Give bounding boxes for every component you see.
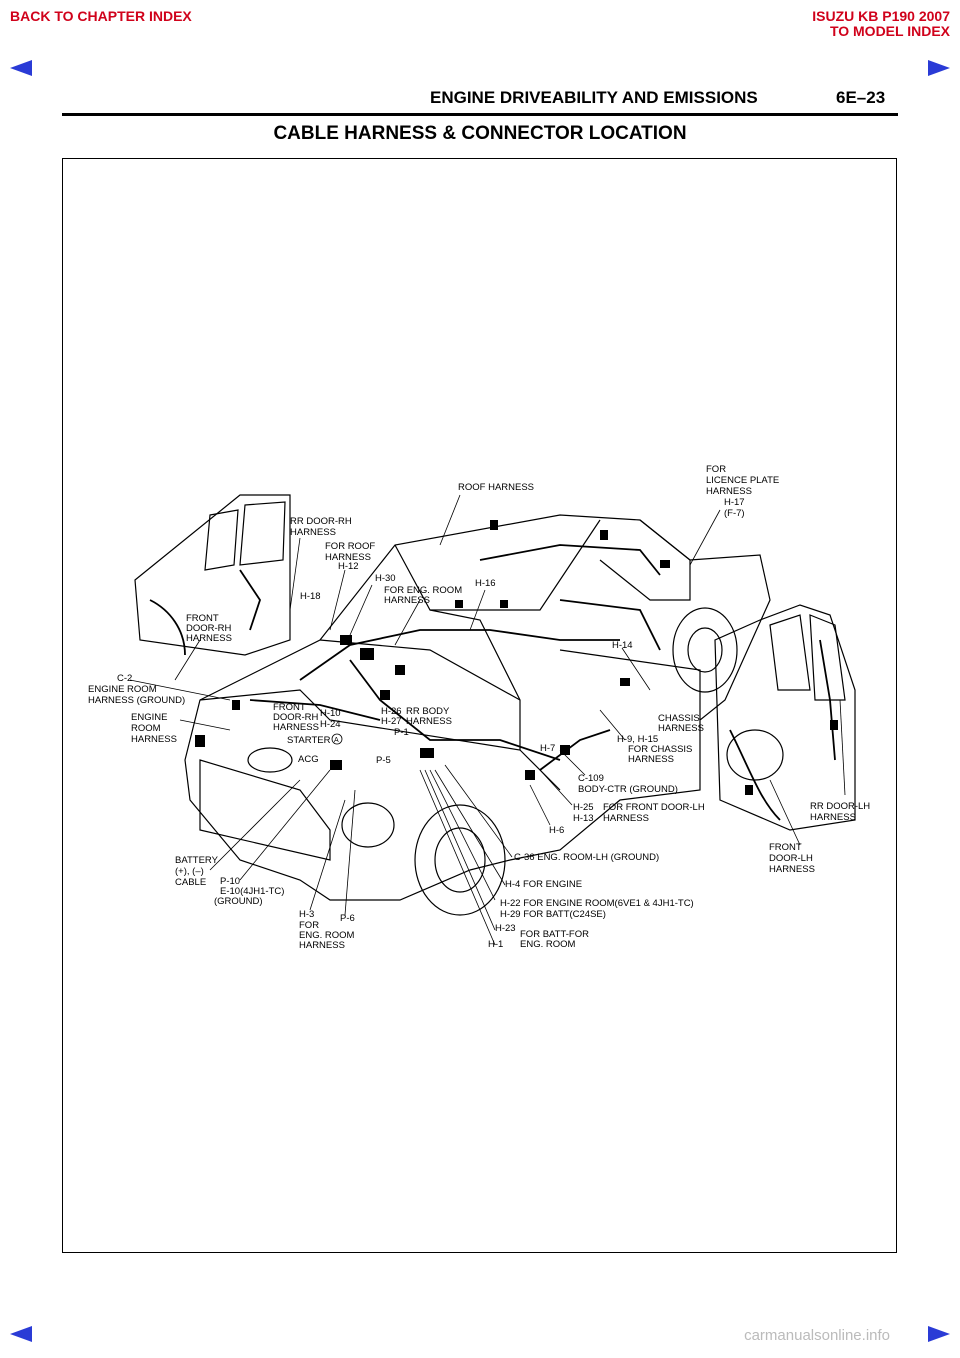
label-front-door-lh-2: DOOR-LH bbox=[769, 853, 813, 864]
back-to-chapter-link[interactable]: BACK TO CHAPTER INDEX bbox=[10, 8, 192, 24]
label-p10: P-10 bbox=[220, 876, 240, 887]
label-h6: H-6 bbox=[549, 825, 564, 836]
label-for-chassis-2: HARNESS bbox=[628, 754, 674, 765]
label-h3-eng: ENG. ROOM bbox=[299, 930, 355, 941]
label-h4: H-4 FOR ENGINE bbox=[505, 879, 582, 890]
label-for-licence-1: FOR bbox=[706, 464, 726, 475]
label-for-licence-2: LICENCE PLATE bbox=[706, 475, 779, 486]
label-front-door-rh2-3: HARNESS bbox=[273, 722, 319, 733]
label-front-door-rh-3: HARNESS bbox=[186, 633, 232, 644]
label-h25: H-25 bbox=[573, 802, 594, 813]
label-h17: H-17 bbox=[724, 497, 745, 508]
label-c2: C-2 bbox=[117, 673, 132, 684]
label-h3-for: FOR bbox=[299, 920, 319, 931]
prev-page-arrow-icon[interactable] bbox=[10, 60, 32, 76]
label-for-eng-room-1: FOR ENG. ROOM bbox=[384, 585, 462, 596]
label-for-batt-2: ENG. ROOM bbox=[520, 939, 576, 950]
watermark: carmanualsonline.info bbox=[744, 1327, 890, 1344]
label-h12: H-12 bbox=[338, 561, 359, 572]
page-number: 6E–23 bbox=[836, 88, 886, 107]
harness-lines bbox=[149, 544, 836, 821]
label-h22: H-22 FOR ENGINE ROOM(6VE1 & 4JH1-TC) bbox=[500, 898, 694, 909]
label-battery-3: CABLE bbox=[175, 877, 206, 888]
label-for-roof-1: FOR ROOF bbox=[325, 541, 375, 552]
label-body-ctr: BODY-CTR (GROUND) bbox=[578, 784, 678, 795]
label-h26: H-26 bbox=[381, 706, 402, 717]
model-index-link[interactable]: ISUZU KB P190 2007 TO MODEL INDEX bbox=[812, 9, 950, 39]
label-starter-mark: A bbox=[334, 737, 339, 744]
label-h29: H-29 FOR BATT(C24SE) bbox=[500, 909, 606, 920]
label-for-chassis-1: FOR CHASSIS bbox=[628, 744, 692, 755]
label-h30: H-30 bbox=[375, 573, 396, 584]
label-front-door-lh-1: FRONT bbox=[769, 842, 802, 853]
label-starter: STARTER bbox=[287, 735, 331, 746]
connector-blocks bbox=[195, 520, 838, 795]
label-rr-door-rh-2: HARNESS bbox=[290, 527, 336, 538]
label-eng-room-ground-2: HARNESS (GROUND) bbox=[88, 695, 185, 706]
label-c109: C-109 bbox=[578, 773, 604, 784]
label-h23: H-23 bbox=[495, 923, 516, 934]
label-front-door-rh-1: FRONT bbox=[186, 613, 219, 624]
label-battery-2: (+), (–) bbox=[175, 866, 204, 877]
label-front-door-rh2-2: DOOR-RH bbox=[273, 712, 319, 723]
starter-marker-icon bbox=[331, 733, 343, 745]
label-for-roof-2: HARNESS bbox=[325, 552, 371, 563]
label-for-front-door-lh-1: FOR FRONT DOOR-LH bbox=[603, 802, 705, 813]
label-roof-harness: ROOF HARNESS bbox=[458, 482, 534, 493]
chapter-title: ENGINE DRIVEABILITY AND EMISSIONS bbox=[430, 88, 758, 107]
label-h1: H-1 bbox=[488, 939, 503, 950]
label-h24: H-24 bbox=[320, 719, 341, 730]
label-for-eng-room-2: HARNESS bbox=[384, 595, 430, 606]
label-h9-h15: H-9, H-15 bbox=[617, 734, 658, 745]
label-rr-door-lh-2: HARNESS bbox=[810, 812, 856, 823]
diagram-frame bbox=[62, 158, 897, 1253]
label-for-licence-3: HARNESS bbox=[706, 486, 752, 497]
label-h18: H-18 bbox=[300, 591, 321, 602]
callout-labels: FOR LICENCE PLATE HARNESS H-17 (F-7) ROO… bbox=[88, 464, 870, 951]
label-eng-room-ground-1: ENGINE ROOM bbox=[88, 684, 157, 695]
label-front-door-lh-3: HARNESS bbox=[769, 864, 815, 875]
label-front-door-rh-2: DOOR-RH bbox=[186, 623, 232, 634]
label-p6: P-6 bbox=[340, 913, 355, 924]
label-h3: H-3 bbox=[299, 909, 314, 920]
label-p5: P-5 bbox=[376, 755, 391, 766]
label-engine-room-1: ENGINE bbox=[131, 712, 167, 723]
label-acg: ACG bbox=[298, 754, 319, 765]
label-chassis-2: HARNESS bbox=[658, 723, 704, 734]
label-battery-1: BATTERY bbox=[175, 855, 219, 866]
label-f7: (F-7) bbox=[724, 508, 745, 519]
prev-page-arrow-bottom-icon[interactable] bbox=[10, 1326, 32, 1342]
label-rr-door-rh-1: RR DOOR-RH bbox=[290, 516, 352, 527]
label-e10: E-10(4JH1-TC) bbox=[220, 886, 284, 897]
label-ground: (GROUND) bbox=[214, 896, 263, 907]
label-h10: H-10 bbox=[320, 708, 341, 719]
label-for-batt-1: FOR BATT-FOR bbox=[520, 929, 589, 940]
model-line: ISUZU KB P190 2007 bbox=[812, 8, 950, 24]
label-rr-body-1: RR BODY bbox=[406, 706, 450, 717]
label-h13: H-13 bbox=[573, 813, 594, 824]
label-rr-door-lh-1: RR DOOR-LH bbox=[810, 801, 870, 812]
header-rule bbox=[62, 113, 898, 116]
label-chassis-1: CHASSIS bbox=[658, 713, 700, 724]
label-h14: H-14 bbox=[612, 640, 633, 651]
next-page-arrow-icon[interactable] bbox=[928, 60, 950, 76]
label-p1: P-1 bbox=[394, 727, 409, 738]
label-h27: H-27 bbox=[381, 716, 402, 727]
label-rr-body-2: HARNESS bbox=[406, 716, 452, 727]
label-h7: H-7 bbox=[540, 743, 555, 754]
label-engine-room-3: HARNESS bbox=[131, 734, 177, 745]
label-for-front-door-lh-2: HARNESS bbox=[603, 813, 649, 824]
label-h16: H-16 bbox=[475, 578, 496, 589]
label-h3-harness: HARNESS bbox=[299, 940, 345, 951]
label-front-door-rh2-1: FRONT bbox=[273, 702, 306, 713]
leader-lines bbox=[129, 494, 846, 946]
next-page-arrow-bottom-icon[interactable] bbox=[928, 1326, 950, 1342]
to-model-index[interactable]: TO MODEL INDEX bbox=[829, 23, 950, 39]
section-title: CABLE HARNESS & CONNECTOR LOCATION bbox=[273, 123, 687, 144]
label-c36: C-36 ENG. ROOM-LH (GROUND) bbox=[514, 852, 659, 863]
label-engine-room-2: ROOM bbox=[131, 723, 161, 734]
